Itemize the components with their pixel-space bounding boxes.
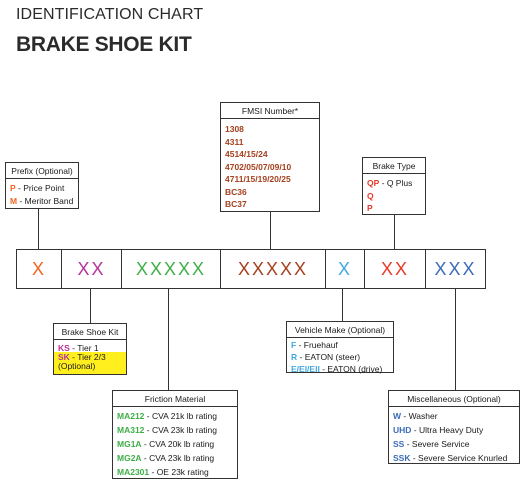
friction-item-desc: - CVA 21k lb rating — [144, 411, 218, 421]
segment-vehicle: X — [326, 250, 364, 288]
vehicle-item-desc: - Fruehauf — [296, 340, 338, 350]
vehicle-item-code: E/EI/EII — [291, 364, 320, 374]
misc-item-code: UHD — [393, 425, 412, 435]
brake-shoe-kit-box: Brake Shoe Kit KS - Tier 1 SK - Tier 2/3… — [53, 323, 127, 375]
fmsi-box-title: FMSI Number* — [221, 103, 319, 119]
friction-item-code: MA212 — [117, 411, 145, 421]
prefix-item-desc: - Price Point — [15, 183, 65, 193]
vehicle-item-code: R — [291, 352, 298, 362]
segment-vehicle-text: X — [337, 258, 352, 279]
prefix-item-code: M — [10, 195, 18, 206]
segment-divider — [61, 250, 62, 288]
vehicle-make-box: Vehicle Make (Optional) F - Fruehauf R -… — [286, 321, 394, 374]
segment-misc-text: XXX — [434, 258, 477, 279]
fmsi-item: 4702/05/07/09/10 — [225, 161, 292, 172]
fmsi-item: 4311 — [225, 136, 244, 147]
connector-friction — [168, 289, 169, 390]
kit-item-code: SK — [58, 352, 70, 362]
connector-prefix — [38, 209, 39, 249]
segment-fmsi-text: XXXXX — [237, 258, 309, 279]
connector-brake-shoe-kit — [90, 289, 91, 323]
connector-vehicle-make — [342, 289, 343, 321]
kit-item-desc: - Tier 1 — [69, 343, 99, 353]
miscellaneous-box-title: Miscellaneous (Optional) — [389, 391, 519, 407]
segment-friction: XXXXX — [122, 250, 220, 288]
friction-item-desc: - CVA 23k lb rating — [144, 425, 218, 435]
fmsi-item: 4711/15/19/20/25 — [225, 174, 291, 184]
kit-item-desc: - Tier 2/3 — [69, 352, 106, 362]
segment-fmsi: XXXXX — [221, 250, 325, 288]
segment-kit: XX — [62, 250, 121, 288]
prefix-box: Prefix (Optional) P - Price Point M - Me… — [5, 162, 79, 209]
fmsi-item: 1308 — [225, 124, 244, 134]
code-bar: X XX XXXXX XXXXX X XX XXX — [16, 249, 486, 289]
segment-brake-type: XX — [365, 250, 425, 288]
segment-divider — [425, 250, 426, 288]
connector-misc — [455, 289, 456, 390]
friction-item-desc: - OE 23k rating — [149, 467, 209, 477]
misc-item-desc: - Washer — [401, 411, 438, 421]
vehicle-make-box-title: Vehicle Make (Optional) — [287, 322, 393, 338]
segment-misc: XXX — [426, 250, 485, 288]
misc-item-code: SSK — [393, 453, 411, 463]
prefix-box-title: Prefix (Optional) — [6, 163, 78, 179]
vehicle-item-desc: - EATON (steer) — [297, 352, 361, 362]
fmsi-item: 4514/15/24 — [225, 149, 268, 159]
kit-highlighted-item: SK - Tier 2/3 (Optional) — [54, 352, 126, 374]
segment-divider — [364, 250, 365, 288]
segment-kit-text: XX — [77, 258, 106, 279]
misc-item-desc: - Ultra Heavy Duty — [411, 425, 484, 435]
segment-friction-text: XXXXX — [135, 258, 207, 279]
connector-brake-type — [394, 215, 395, 249]
segment-brake-type-text: XX — [380, 258, 409, 279]
brake-shoe-kit-box-title: Brake Shoe Kit — [54, 324, 126, 340]
vehicle-item-code: F — [291, 340, 297, 350]
segment-prefix: X — [17, 250, 61, 288]
chart-supertitle: IDENTIFICATION CHART — [16, 6, 204, 23]
brake-type-item-code: Q — [367, 190, 374, 201]
friction-item-code: MG1A — [117, 439, 142, 449]
friction-item-code: MA312 — [117, 425, 145, 435]
friction-item-code: MA2301 — [117, 467, 150, 477]
misc-item-desc: - Severe Service Knurled — [410, 453, 508, 463]
brake-type-box: Brake Type QP - Q Plus Q P — [362, 157, 426, 215]
chart-title: BRAKE SHOE KIT — [16, 33, 192, 56]
misc-item-desc: - Severe Service — [404, 439, 470, 449]
friction-material-box-title: Friction Material — [113, 391, 237, 407]
fmsi-item: BC36 — [225, 186, 247, 197]
connector-fmsi — [270, 212, 271, 249]
prefix-item-code: P — [10, 183, 16, 193]
misc-item-code: SS — [393, 439, 405, 449]
friction-item-code: MG2A — [117, 453, 142, 463]
vehicle-item-desc: - EATON (drive) — [319, 364, 383, 374]
fmsi-item: BC37 — [225, 199, 247, 209]
segment-prefix-text: X — [31, 258, 46, 279]
prefix-item-desc: - Meritor Band — [17, 195, 74, 206]
kit-item-code: KS — [58, 343, 70, 353]
prefix-item: P - Price Point — [10, 182, 74, 195]
fmsi-box: FMSI Number* 1308 4311 4514/15/24 4702/0… — [220, 102, 320, 212]
misc-item-code: W — [393, 411, 402, 421]
kit-item-note: (Optional) — [58, 361, 96, 371]
brake-type-item-code: P — [367, 203, 373, 213]
friction-material-box: Friction Material MA212 - CVA 21k lb rat… — [112, 390, 238, 479]
friction-item-desc: - CVA 23k lb rating — [141, 453, 215, 463]
prefix-item: M - Meritor Band — [10, 195, 74, 208]
miscellaneous-box: Miscellaneous (Optional) W - Washer UHD … — [388, 390, 520, 464]
segment-divider — [220, 250, 221, 288]
brake-type-item-code: QP — [367, 178, 380, 188]
friction-item-desc: - CVA 20k lb rating — [141, 439, 215, 449]
segment-divider — [121, 250, 122, 288]
brake-type-item-desc: - Q Plus — [379, 178, 413, 188]
brake-type-box-title: Brake Type — [363, 158, 425, 174]
segment-divider — [325, 250, 326, 288]
